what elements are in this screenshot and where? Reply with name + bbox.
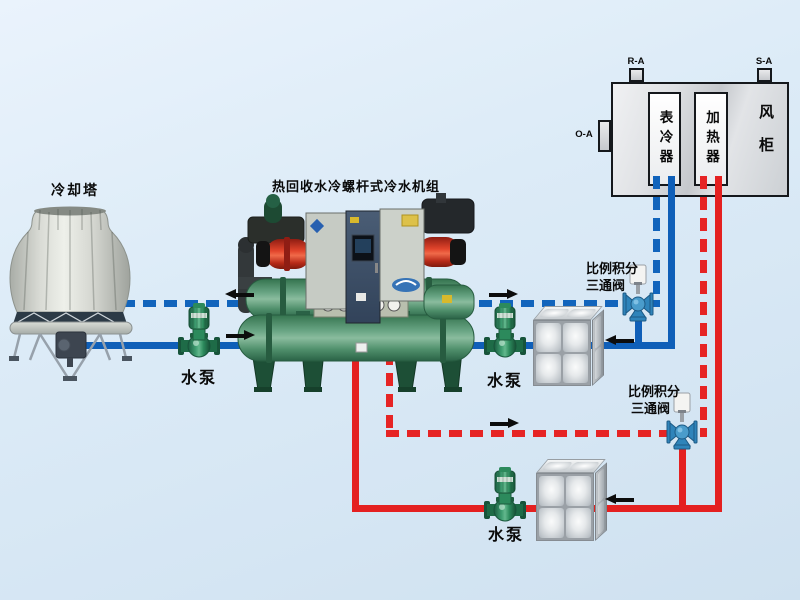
chiller-title: 热回收水冷螺杆式冷水机组 (271, 179, 440, 194)
flow-arrow-chilled-supply (488, 289, 518, 300)
water-pump-1 (178, 303, 220, 358)
brand-logo-icon (309, 218, 325, 234)
flow-arrow-to-chiller (225, 330, 255, 341)
surface-cooler-box: 表冷器 (648, 92, 681, 186)
tower-basin-struts (17, 312, 115, 323)
supply-air-vent-icon (757, 68, 772, 82)
outdoor-air-label: O-A (575, 129, 593, 140)
hot-supply-drop-dashed (386, 352, 393, 437)
flow-arrow-to-tower (225, 289, 255, 300)
flow-arrow-hot-return (605, 494, 635, 505)
hot-return-drop (352, 350, 359, 512)
tower-seams (23, 209, 117, 311)
chilled-return-riser (668, 176, 675, 349)
shield-logo-icon (392, 278, 420, 292)
left-cabinet (305, 212, 347, 310)
pump-label-3: 水泵 (487, 527, 524, 544)
valve1-label: 比例积分 三通阀 (586, 260, 638, 294)
pump-label-1: 水泵 (180, 370, 217, 387)
three-way-valve-1 (622, 264, 654, 322)
hot-return-riser (715, 176, 722, 512)
air-cabinet: 表冷器 加热器 风柜 (611, 82, 789, 197)
valve2-label-line2: 三通阀 (631, 401, 671, 416)
flow-arrow-hot-supply (489, 418, 519, 429)
control-door (345, 210, 381, 324)
tower-basin-band (13, 312, 127, 324)
three-way-valve-2 (666, 392, 698, 450)
red-vessel-right (418, 237, 460, 267)
heater-label: 加热器 (704, 109, 719, 169)
return-air-vent-icon (629, 68, 644, 82)
hot-supply-riser-dashed (700, 176, 707, 437)
outdoor-air-vent-icon (598, 120, 611, 152)
return-air-label: R-A (627, 56, 645, 67)
pump-label-2: 水泵 (486, 373, 523, 390)
air-cabinet-label: 风柜 (757, 104, 774, 170)
supply-air-label: S-A (755, 56, 773, 67)
cooling-tower (9, 206, 133, 381)
water-pump-2 (484, 303, 526, 358)
valve1-label-line1: 比例积分 (586, 261, 639, 276)
heater-box: 加热器 (694, 92, 728, 186)
flow-arrow-chilled-return (605, 335, 635, 346)
tower-top-opening (34, 206, 106, 216)
valve2-outlet-pipe (679, 444, 686, 512)
valve1-label-line2: 三通阀 (586, 278, 626, 293)
hot-supply-pipe-dashed (386, 430, 707, 437)
chiller-unit (237, 193, 475, 392)
surface-cooler-label: 表冷器 (657, 109, 673, 169)
compressor-right (421, 198, 475, 234)
valve2-label: 比例积分 三通阀 (628, 383, 680, 417)
valve1-bypass-pipe (635, 314, 642, 349)
valve2-label-line1: 比例积分 (628, 384, 681, 399)
water-pump-3 (484, 467, 526, 522)
cooling-tower-label: 冷却塔 (51, 182, 99, 198)
chilled-supply-riser-dashed (653, 176, 660, 307)
